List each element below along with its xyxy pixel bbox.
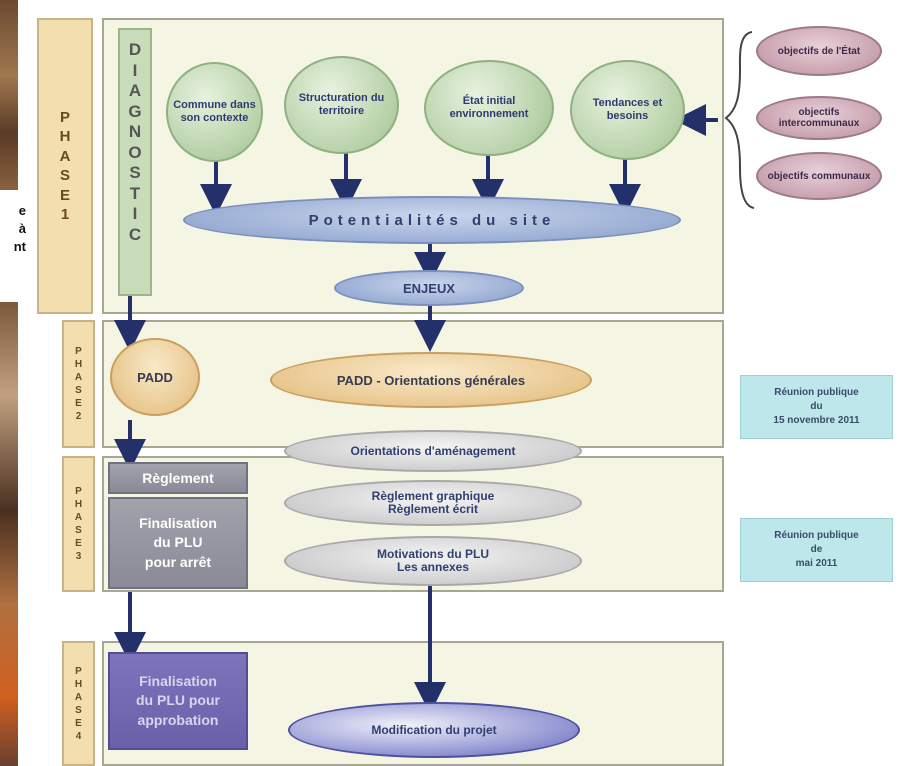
finalisation-arret-line-2: du PLU [153,534,203,551]
box-finalisation-approbation: Finalisation du PLU pour approbation [108,652,248,750]
photo-fragment-bottom [0,302,18,766]
note-reunion-novembre-line-2: du [810,401,823,412]
reglement-graphique-line-2: Règlement écrit [387,502,479,516]
phase-4-label: PHASE 4 [62,641,95,766]
finalisation-approbation-line-3: approbation [137,711,219,728]
motivations-line-2: Les annexes [396,560,470,574]
note-reunion-novembre-line-1: Réunion publique [774,387,859,398]
finalisation-arret-line-3: pour arrêt [144,553,212,570]
finalisation-approbation-line-2: du PLU pour [136,692,220,709]
ellipse-reglement-graphique: Règlement graphique Règlement écrit [284,480,582,526]
note-reunion-mai-line-2: de [810,544,823,555]
note-reunion-mai-line-1: Réunion publique [774,530,859,541]
photo-fragment-top [0,0,18,190]
ellipse-motivations: Motivations du PLU Les annexes [284,536,582,586]
phase-1-label: PHASE 1 [37,18,93,314]
finalisation-approbation-line-1: Finalisation [139,672,217,689]
objective-communaux: objectifs communaux [756,152,882,200]
circle-etat-initial: État initial environnement [424,60,554,156]
diagnostic-label: DIAGNOSTIC [118,28,152,296]
caption-line-2: à [18,221,26,236]
circle-commune-contexte: Commune dans son contexte [166,62,263,162]
ellipse-potentialites: Potentialités du site [183,196,681,244]
note-reunion-novembre: Réunion publique du 15 novembre 2011 [740,375,893,439]
note-reunion-mai: Réunion publique de mai 2011 [740,518,893,582]
finalisation-arret-line-1: Finalisation [139,514,217,531]
box-reglement: Règlement [108,462,248,494]
circle-structuration-territoire: Structuration du territoire [284,56,399,154]
phase-2-label: PHASE 2 [62,320,95,448]
ellipse-enjeux: ENJEUX [334,270,524,306]
ellipse-padd-orientations: PADD - Orientations générales [270,352,592,408]
phase-3-label: PHASE 3 [62,456,95,592]
objective-etat: objectifs de l'État [756,26,882,76]
note-reunion-mai-line-3: mai 2011 [795,558,838,569]
caption-line-1: e [18,203,26,218]
caption-line-3: nt [13,239,26,254]
objective-intercommunaux: objectifs intercommunaux [756,96,882,140]
circle-tendances-besoins: Tendances et besoins [570,60,685,160]
box-finalisation-arret: Finalisation du PLU pour arrêt [108,497,248,589]
note-reunion-novembre-line-3: 15 novembre 2011 [773,415,860,426]
ellipse-modification-projet: Modification du projet [288,702,580,758]
reglement-graphique-line-1: Règlement graphique [371,488,495,503]
motivations-line-1: Motivations du PLU [377,546,489,561]
ellipse-orientations-amenagement: Orientations d'aménagement [284,430,582,472]
padd-circle: PADD [110,338,200,416]
